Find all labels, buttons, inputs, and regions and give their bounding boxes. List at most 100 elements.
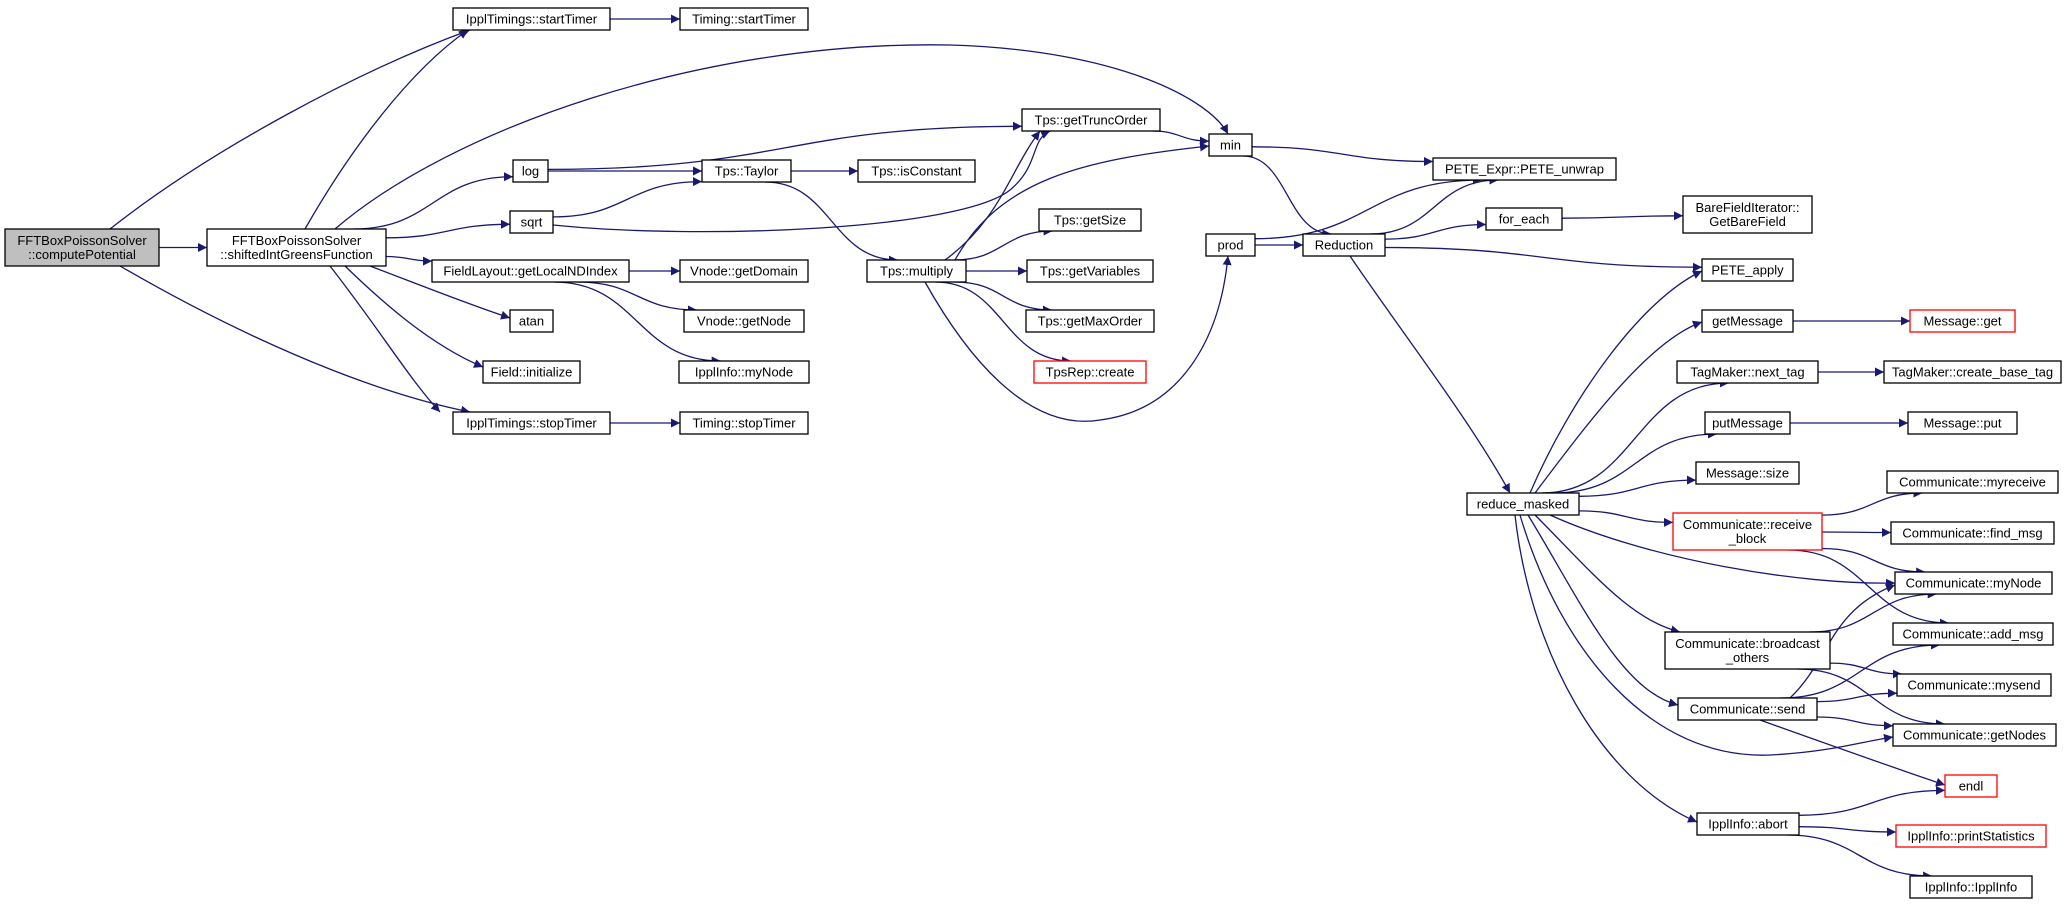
edge-shifted-int-greens-to-log xyxy=(353,172,514,230)
edge-tps-taylor-to-tps-multiply xyxy=(765,181,898,265)
node-ipplinfo-ipplinfo[interactable]: IpplInfo::IpplInfo xyxy=(1909,875,2033,899)
node-comm-add-msg[interactable]: Communicate::add_msg xyxy=(1892,622,2054,646)
node-prod[interactable]: prod xyxy=(1205,233,1256,257)
edge-tps-multiply-to-tps-get-size xyxy=(953,226,1053,261)
node-comm-find-msg[interactable]: Communicate::find_msg xyxy=(1890,521,2055,545)
node-ippl-start-timer[interactable]: IpplTimings::startTimer xyxy=(452,7,611,31)
edge-reduction-to-for-each xyxy=(1384,220,1487,240)
node-ipplinfo-print-statistics[interactable]: IpplInfo::printStatistics xyxy=(1895,824,2047,848)
edge-comm-send-to-comm-mysend xyxy=(1816,688,1898,703)
node-ipplinfo-abort[interactable]: IpplInfo::abort xyxy=(1696,812,1800,836)
node-box xyxy=(1907,411,2018,435)
node-box xyxy=(1672,512,1823,551)
node-ippl-stop-timer[interactable]: IpplTimings::stopTimer xyxy=(452,411,611,435)
node-label: PETE_apply xyxy=(1711,263,1784,278)
node-comm-broadcast-others[interactable]: Communicate::broadcast_others xyxy=(1664,631,1831,670)
node-label: TagMaker::create_base_tag xyxy=(1892,365,2053,380)
node-box xyxy=(701,159,792,183)
node-box xyxy=(683,309,805,333)
node-label: ::computePotential xyxy=(28,247,136,262)
node-bare-field[interactable]: BareFieldIterator::GetBareField xyxy=(1682,195,1813,234)
node-put-message[interactable]: putMessage xyxy=(1704,411,1791,435)
node-tps-get-size[interactable]: Tps::getSize xyxy=(1038,208,1142,232)
node-comm-mynode[interactable]: Communicate::myNode xyxy=(1894,571,2053,595)
node-label: Tps::isConstant xyxy=(871,164,962,179)
node-tagmaker-next-tag[interactable]: TagMaker::next_tag xyxy=(1676,360,1819,384)
node-tps-get-variables[interactable]: Tps::getVariables xyxy=(1026,259,1154,283)
node-for-each[interactable]: for_each xyxy=(1485,207,1563,231)
node-comm-myreceive[interactable]: Communicate::myreceive xyxy=(1886,470,2059,494)
node-box xyxy=(1033,360,1147,384)
node-ipplinfo-mynode[interactable]: IpplInfo::myNode xyxy=(678,360,810,384)
node-box xyxy=(1664,631,1831,670)
node-timing-start-timer[interactable]: Timing::startTimer xyxy=(679,7,809,31)
edge-tps-multiply-to-tps-get-max-order xyxy=(954,281,1052,315)
node-box xyxy=(1695,461,1800,485)
node-box xyxy=(1025,309,1155,333)
node-box xyxy=(1704,411,1791,435)
node-tps-taylor[interactable]: Tps::Taylor xyxy=(701,159,792,183)
node-box xyxy=(509,309,554,333)
node-box xyxy=(1021,108,1161,132)
node-shifted-int-greens[interactable]: FFTBoxPoissonSolver::shiftedIntGreensFun… xyxy=(206,228,387,267)
node-box xyxy=(679,259,809,283)
node-comm-get-nodes[interactable]: Communicate::getNodes xyxy=(1892,723,2057,747)
node-box xyxy=(206,228,387,267)
node-tps-is-constant[interactable]: Tps::isConstant xyxy=(857,159,976,183)
node-comm-mysend[interactable]: Communicate::mysend xyxy=(1896,673,2052,697)
node-label: ::shiftedIntGreensFunction xyxy=(220,247,372,262)
node-label: TagMaker::next_tag xyxy=(1690,365,1804,380)
node-box xyxy=(1038,208,1142,232)
node-tps-get-trunc-order[interactable]: Tps::getTruncOrder xyxy=(1021,108,1161,132)
node-label: endl xyxy=(1959,779,1984,794)
node-box xyxy=(866,259,967,283)
node-message-put[interactable]: Message::put xyxy=(1907,411,2018,435)
edge-shifted-int-greens-to-atan xyxy=(369,265,511,320)
node-tps-multiply[interactable]: Tps::multiply xyxy=(866,259,967,283)
node-box xyxy=(1696,812,1800,836)
node-endl[interactable]: endl xyxy=(1944,774,1998,798)
node-box xyxy=(1883,360,2062,384)
node-sqrt[interactable]: sqrt xyxy=(509,210,554,234)
node-message-size[interactable]: Message::size xyxy=(1695,461,1800,485)
node-get-local-nd-index[interactable]: FieldLayout::getLocalNDIndex xyxy=(431,259,630,283)
node-log[interactable]: log xyxy=(512,159,549,183)
node-vnode-get-node[interactable]: Vnode::getNode xyxy=(683,309,805,333)
node-tpsrep-create[interactable]: TpsRep::create xyxy=(1033,360,1147,384)
node-min[interactable]: min xyxy=(1208,133,1253,157)
node-box xyxy=(452,7,611,31)
node-label: GetBareField xyxy=(1709,214,1786,229)
node-tagmaker-create-base-tag[interactable]: TagMaker::create_base_tag xyxy=(1883,360,2062,384)
edge-ipplinfo-abort-to-ipplinfo-print-statistics xyxy=(1798,826,1897,837)
node-box xyxy=(512,159,549,183)
edge-compute-potential-to-ippl-stop-timer xyxy=(119,265,471,415)
node-box xyxy=(1302,233,1386,257)
node-timing-stop-timer[interactable]: Timing::stopTimer xyxy=(679,411,809,435)
node-pete-apply[interactable]: PETE_apply xyxy=(1701,258,1794,282)
edge-prod-to-pete-unwrap xyxy=(1254,175,1482,240)
edge-shifted-int-greens-to-field-initialize xyxy=(344,265,484,368)
node-comm-send[interactable]: Communicate::send xyxy=(1677,697,1818,721)
node-reduce-masked[interactable]: reduce_masked xyxy=(1466,492,1580,516)
node-vnode-get-domain[interactable]: Vnode::getDomain xyxy=(679,259,809,283)
node-box xyxy=(1909,309,2016,333)
node-comm-receive-block[interactable]: Communicate::receive_block xyxy=(1672,512,1823,551)
node-compute-potential[interactable]: FFTBoxPoissonSolver::computePotential xyxy=(4,228,160,267)
node-pete-unwrap[interactable]: PETE_Expr::PETE_unwrap xyxy=(1432,157,1617,181)
node-label: Communicate::getNodes xyxy=(1903,728,2047,743)
edge-reduce-masked-to-comm-broadcast-others xyxy=(1534,514,1681,635)
node-field-initialize[interactable]: Field::initialize xyxy=(482,360,581,384)
node-label: Communicate::mysend xyxy=(1908,678,2041,693)
edge-reduce-masked-to-pete-apply xyxy=(1529,270,1703,494)
node-message-get[interactable]: Message::get xyxy=(1909,309,2016,333)
node-get-message[interactable]: getMessage xyxy=(1701,309,1794,333)
node-label: TpsRep::create xyxy=(1046,365,1135,380)
node-label: _block xyxy=(1728,531,1767,546)
node-reduction[interactable]: Reduction xyxy=(1302,233,1386,257)
node-box xyxy=(4,228,160,267)
node-label: Tps::getSize xyxy=(1054,213,1126,228)
node-label: prod xyxy=(1217,238,1243,253)
node-tps-get-max-order[interactable]: Tps::getMaxOrder xyxy=(1025,309,1155,333)
node-atan[interactable]: atan xyxy=(509,309,554,333)
node-label: IpplTimings::startTimer xyxy=(466,12,598,27)
